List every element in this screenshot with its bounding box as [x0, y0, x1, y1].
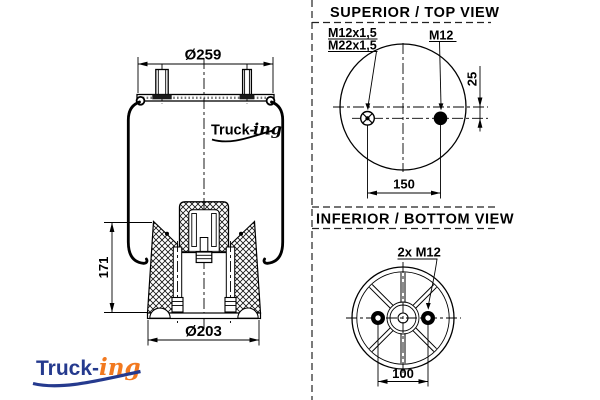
- panel-borders: [311, 0, 497, 400]
- mounting-stud-right: [239, 63, 255, 104]
- leader-bottom-holes: [428, 258, 438, 305]
- bottom-view-title: INFERIOR / BOTTOM VIEW: [316, 212, 514, 228]
- bumper-cup: [178, 201, 230, 264]
- dim-bottom-diameter-label: Ø203: [185, 323, 222, 340]
- bottom-hole-left: [371, 311, 385, 325]
- dimension-top-diameter: Ø259: [137, 47, 274, 93]
- piston-bottom-plate: [146, 312, 262, 320]
- dimension-bottom-diameter: Ø203: [147, 320, 260, 346]
- air-port-hole: [360, 110, 376, 126]
- tie-rod-right: [224, 241, 237, 323]
- center-bolt-nut: [195, 251, 213, 264]
- label-right-hole: M12: [429, 29, 453, 43]
- brand-logo-swoosh: [32, 369, 141, 388]
- dimension-hole-offset: 25: [465, 66, 483, 132]
- piston-wheel: [346, 262, 461, 377]
- dim-hole-spacing-top-label: 150: [393, 177, 415, 192]
- top-view: SUPERIOR / TOP VIEW M12x1,5 M22x1,5 M12 …: [328, 5, 500, 199]
- label-bottom-holes: 2x M12: [398, 245, 441, 260]
- label-left-hole-line2: M22x1,5: [328, 39, 377, 53]
- watermark-logo: Truck- ing: [211, 120, 282, 143]
- dim-top-diameter-label: Ø259: [185, 47, 222, 64]
- piston: [146, 201, 262, 323]
- dim-hole-offset-label: 25: [465, 72, 480, 86]
- bottom-view: INFERIOR / BOTTOM VIEW 2x M12: [316, 212, 514, 387]
- dimension-height: 171: [96, 222, 152, 313]
- dimension-hole-spacing-bottom: 100: [377, 322, 429, 387]
- brand-logo: Truck- ing: [32, 354, 141, 388]
- watermark-logo-bold: Truck-: [211, 123, 255, 139]
- stud-hole: [433, 111, 448, 126]
- bottom-hole-right: [421, 311, 435, 325]
- label-left-hole-line1: M12x1,5: [328, 26, 377, 40]
- dimension-hole-spacing-top: 150: [367, 125, 441, 199]
- mounting-stud-left: [152, 63, 172, 104]
- side-view: Ø259: [96, 47, 285, 346]
- top-view-title: SUPERIOR / TOP VIEW: [330, 5, 500, 21]
- watermark-swoosh: [211, 129, 274, 143]
- leader-left-hole: [367, 51, 377, 105]
- brand-logo-bold: Truck-: [36, 357, 99, 380]
- bellows-outline: [126, 100, 285, 265]
- dim-height-label: 171: [96, 257, 111, 279]
- tie-rod-left: [171, 241, 184, 323]
- leader-right-hole: [439, 41, 442, 106]
- dim-hole-spacing-bottom-label: 100: [392, 366, 414, 381]
